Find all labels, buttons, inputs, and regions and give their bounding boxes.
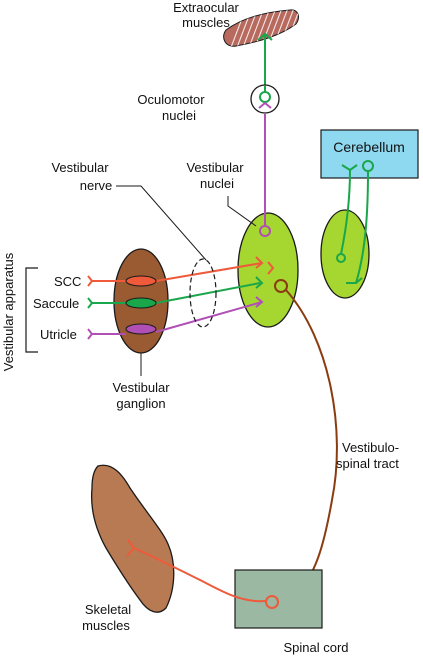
- motor-neuron-pathway: [126, 539, 279, 609]
- oculomotor-label-2: nuclei: [162, 108, 196, 123]
- vestibular-nerve-bundle: [189, 258, 217, 328]
- skeletal-muscles-label-1: Skeletal: [85, 602, 131, 617]
- vestibular-nerve-pointer: [116, 185, 207, 261]
- oculomotor-nucleus-ring: [250, 84, 280, 114]
- vestibular-nuclei-label-2: nuclei: [200, 176, 234, 191]
- scc-pathway: [87, 256, 275, 287]
- spinal-cord-box: [234, 569, 323, 629]
- vestibular-nuclei-label-1: Vestibular: [186, 160, 244, 175]
- scc-label: SCC: [54, 274, 81, 289]
- vestibular-nerve-label-2: nerve: [80, 178, 113, 193]
- utricle-cell: [125, 323, 157, 335]
- cerebellum-label: Cerebellum: [333, 139, 405, 155]
- vestibular-apparatus-bracket: [25, 267, 38, 353]
- utricle-pathway-up: [259, 114, 271, 237]
- utricle-label: Utricle: [40, 327, 77, 342]
- vestibulospinal-label-1: Vestibulo-: [342, 440, 399, 455]
- vestibulospinal-tract: [274, 279, 338, 607]
- scc-cell: [125, 275, 157, 287]
- vestibular-nuclei-oval: [237, 212, 299, 328]
- vestibulospinal-label-2: spinal tract: [336, 456, 399, 471]
- extraocular-label-1: Extraocular: [173, 0, 239, 15]
- cerebellar-connections: [336, 160, 374, 284]
- vestibular-nerve-label-1: Vestibular: [51, 160, 109, 175]
- spinal-cord-label: Spinal cord: [283, 640, 348, 655]
- saccule-pathway: [87, 276, 264, 309]
- saccule-label: Saccule: [33, 296, 79, 311]
- skeletal-muscles-label-2: muscles: [82, 618, 130, 633]
- oculomotor-label-1: Oculomotor: [137, 92, 205, 107]
- vestibular-ganglion-label-2: ganglion: [116, 396, 165, 411]
- vestibular-nuclei-pointer: [227, 196, 257, 227]
- saccule-cell: [125, 297, 157, 309]
- vestibular-apparatus-label: Vestibular apparatus: [1, 252, 16, 371]
- utricle-pathway: [87, 296, 264, 340]
- skeletal-muscle-icon: [90, 464, 175, 613]
- extraocular-label-2: muscles: [182, 15, 230, 30]
- oculomotor-synapse: [258, 101, 272, 109]
- vestibular-ganglion-label-1: Vestibular: [112, 380, 170, 395]
